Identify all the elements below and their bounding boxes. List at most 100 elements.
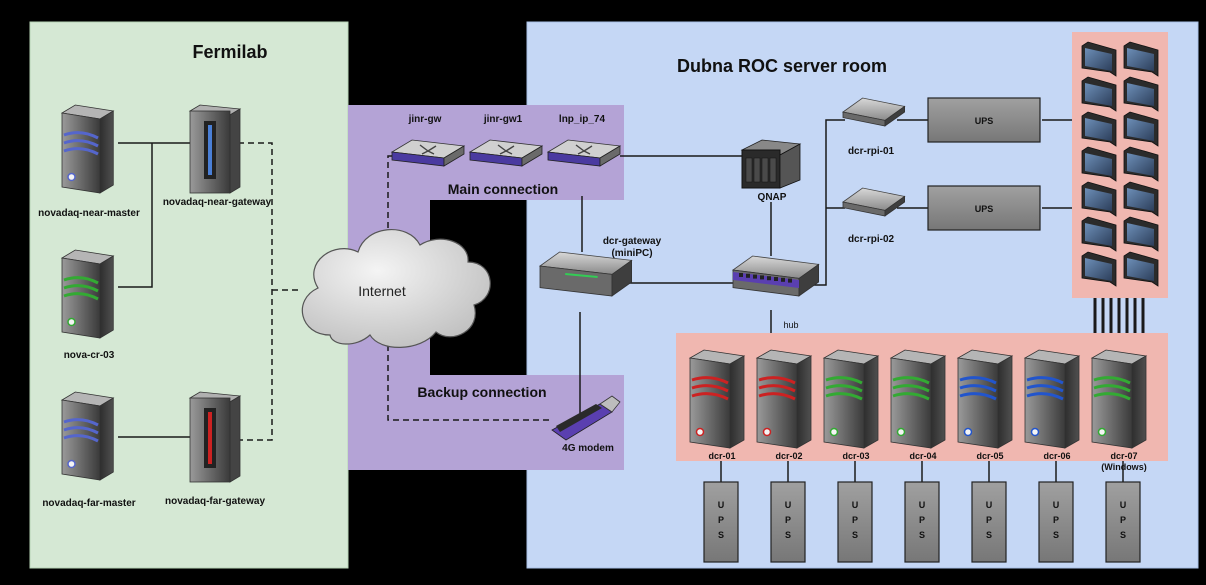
hub-label: hub xyxy=(783,320,798,330)
fermilab-title: Fermilab xyxy=(192,42,267,62)
dcr-server-icon-7 xyxy=(1090,349,1148,449)
cr03-label: nova-cr-03 xyxy=(64,350,115,361)
dcr07-note-label: (Windows) xyxy=(1101,462,1146,472)
ups-letter: U xyxy=(718,500,725,510)
monitor-icon xyxy=(1081,216,1117,252)
ups-dcr-icon-7 xyxy=(1105,481,1141,563)
internet-label: Internet xyxy=(358,283,406,299)
ups-letter: S xyxy=(718,530,724,540)
dcr-server-icon-5 xyxy=(956,349,1014,449)
ups-letter: U xyxy=(919,500,926,510)
dcr-server-icon-2 xyxy=(755,349,813,449)
monitor-icon xyxy=(1123,41,1159,77)
fermilab-servers xyxy=(60,104,242,483)
modem-usb-icon xyxy=(551,395,621,441)
node-labels: novadaq-near-master novadaq-near-gateway… xyxy=(38,114,993,509)
ups-rpi01-label: UPS xyxy=(975,116,994,126)
ups-letter: S xyxy=(852,530,858,540)
ups-dcr-icon-1 xyxy=(703,481,739,563)
ups-dcr-icon-6 xyxy=(1038,481,1074,563)
near-gateway-label: novadaq-near-gateway xyxy=(163,197,272,208)
dcr-gateway-minipc-icon xyxy=(538,251,633,297)
server-labels: dcr-01 dcr-02 dcr-03 dcr-04 dcr-05 dcr-06 dcr-… xyxy=(708,451,1146,472)
ups-letter: S xyxy=(986,530,992,540)
near-gateway-server-icon xyxy=(188,104,242,194)
ups-dcr-icon-2 xyxy=(770,481,806,563)
link-cr03 xyxy=(118,143,153,288)
monitor-icon xyxy=(1081,251,1117,287)
jinr-gw1-switch-icon xyxy=(468,139,544,167)
dcr-server-label: dcr-05 xyxy=(976,451,1003,461)
dcr-server-icon-3 xyxy=(822,349,880,449)
devices xyxy=(538,97,1041,441)
jinr-gw-label: jinr-gw xyxy=(408,114,442,125)
dashed-backup xyxy=(387,345,552,421)
monitor-icon xyxy=(1081,41,1117,77)
near-master-label: novadaq-near-master xyxy=(38,208,140,219)
near-master-server-icon xyxy=(60,104,115,194)
dcr-server-label: dcr-01 xyxy=(708,451,735,461)
ups-letter: S xyxy=(919,530,925,540)
monitor-icon xyxy=(1123,216,1159,252)
monitor-icon xyxy=(1123,76,1159,112)
monitor-icon xyxy=(1123,251,1159,287)
ups-rpi02-label: UPS xyxy=(975,204,994,214)
dcr-servers xyxy=(688,349,1148,449)
rpi02-device-icon xyxy=(842,187,906,217)
ups-letter: S xyxy=(1053,530,1059,540)
dcr-server-label: dcr-06 xyxy=(1043,451,1070,461)
monitor-icon xyxy=(1123,181,1159,217)
ups-dcr-icon-5 xyxy=(971,481,1007,563)
cr03-server-icon xyxy=(60,249,115,339)
rpi01-device-icon xyxy=(842,97,906,127)
dcr-server-icon-6 xyxy=(1023,349,1081,449)
internet-cloud-icon xyxy=(301,229,491,348)
monitors xyxy=(1081,41,1159,287)
ups-rpi02-icon xyxy=(927,185,1041,231)
ups-letter: U xyxy=(1053,500,1060,510)
main-connection-title: Main connection xyxy=(448,181,558,197)
backup-connection-title: Backup connection xyxy=(417,384,546,400)
ups-letter: P xyxy=(718,515,724,525)
far-master-label: novadaq-far-master xyxy=(42,498,135,509)
link-hub-rpi01 xyxy=(812,119,845,286)
monitor-icon xyxy=(1123,111,1159,147)
dashed-fermilab xyxy=(238,142,273,441)
qnap-nas-icon xyxy=(740,139,802,189)
qnap-label: QNAP xyxy=(758,192,787,203)
ups-letter: U xyxy=(785,500,792,510)
ups-letter: P xyxy=(1120,515,1126,525)
ups-rpi01-icon xyxy=(927,97,1041,143)
monitor-icon xyxy=(1081,111,1117,147)
lnp-ip-switch-icon xyxy=(546,139,622,167)
jinr-gw1-label: jinr-gw1 xyxy=(483,114,523,125)
ups-letter: P xyxy=(986,515,992,525)
rpi01-label: dcr-rpi-01 xyxy=(848,146,895,157)
connection-region xyxy=(348,105,624,470)
modem-label: 4G modem xyxy=(562,443,614,454)
far-gateway-label: novadaq-far-gateway xyxy=(165,496,265,507)
monitor-icon xyxy=(1081,146,1117,182)
ups-letter: S xyxy=(785,530,791,540)
dcr-server-label: dcr-02 xyxy=(775,451,802,461)
dcr-server-label: dcr-03 xyxy=(842,451,869,461)
dcr-gateway-label: dcr-gateway xyxy=(603,236,662,247)
dcr-server-label: dcr-04 xyxy=(909,451,936,461)
far-gateway-server-icon xyxy=(188,391,242,483)
hub-switch-icon xyxy=(731,255,820,297)
ups-letter: U xyxy=(852,500,859,510)
dcr-gateway-sub-label: (miniPC) xyxy=(611,248,652,259)
ups-letter: P xyxy=(852,515,858,525)
ups-letter: U xyxy=(1120,500,1127,510)
switches xyxy=(390,139,622,167)
dcr-server-label: dcr-07 xyxy=(1110,451,1137,461)
jinr-gw-switch-icon xyxy=(390,139,466,167)
links xyxy=(118,119,1072,438)
lnp-ip-label: lnp_ip_74 xyxy=(559,114,606,125)
ups-letter: S xyxy=(1120,530,1126,540)
monitor-icon xyxy=(1081,76,1117,112)
ups-dcr-icon-4 xyxy=(904,481,940,563)
